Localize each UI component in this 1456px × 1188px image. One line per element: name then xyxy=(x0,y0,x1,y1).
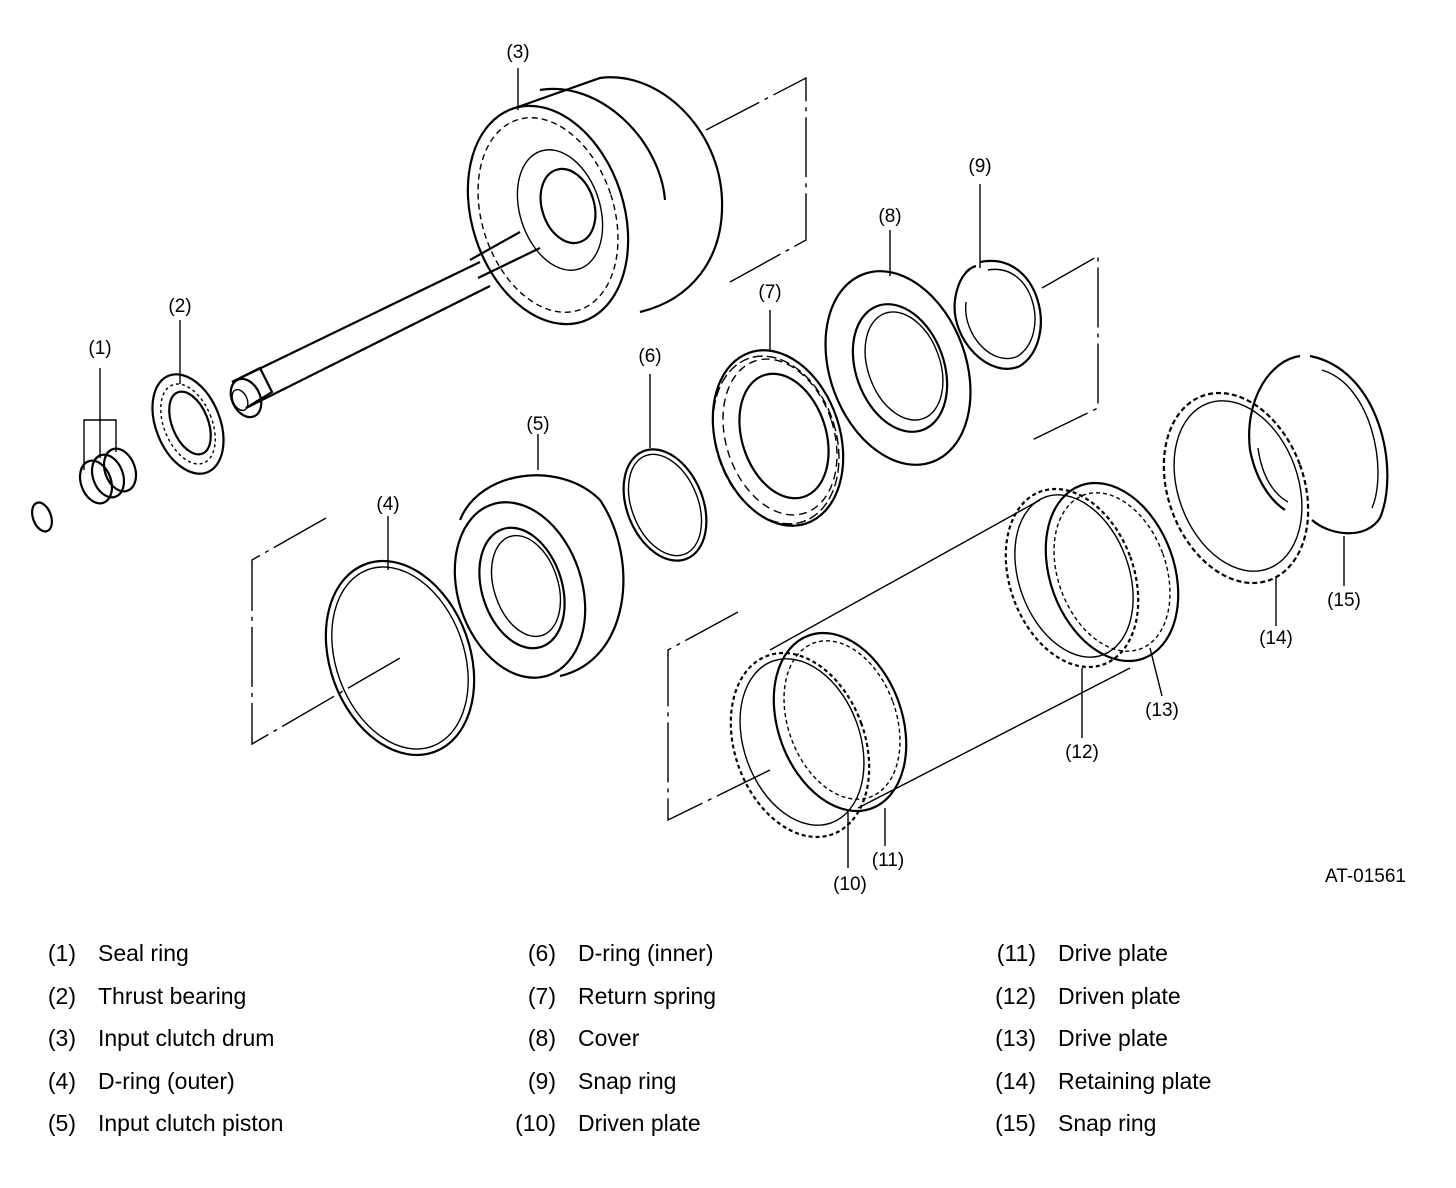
callout-3: (3) xyxy=(506,42,529,63)
callout-15: (15) xyxy=(1327,590,1361,611)
legend-item: (3) Input clutch drum xyxy=(40,1025,283,1068)
legend-name: Input clutch drum xyxy=(98,1025,275,1051)
seal-ring-drawing xyxy=(31,368,138,533)
legend-item: (6) D-ring (inner) xyxy=(508,940,716,983)
legend-item: (7) Return spring xyxy=(508,983,716,1026)
legend-item: (5) Input clutch piston xyxy=(40,1110,284,1153)
legend-num: (8) xyxy=(527,1025,556,1051)
legend-num: (7) xyxy=(527,982,556,1009)
legend-name: Snap ring xyxy=(1058,1110,1157,1136)
legend-num: (14) xyxy=(995,1067,1036,1094)
legend-item: (8) Cover xyxy=(508,1025,716,1068)
legend-name: Drive plate xyxy=(1058,1025,1168,1051)
legend-name: Driven plate xyxy=(1058,982,1181,1009)
legend-name: Thrust bearing xyxy=(98,982,247,1009)
callout-6: (6) xyxy=(638,346,661,367)
callout-13: (13) xyxy=(1145,700,1179,721)
callout-12: (12) xyxy=(1065,742,1099,763)
snap-ring-9-drawing xyxy=(953,184,1042,370)
legend-num: (1) xyxy=(47,940,76,966)
legend-num: (4) xyxy=(47,1067,76,1094)
input-clutch-drum-drawing xyxy=(229,68,724,419)
legend-name: Cover xyxy=(578,1025,640,1051)
callout-2: (2) xyxy=(168,296,191,317)
callout-1: (1) xyxy=(88,338,111,359)
legend-num: (6) xyxy=(527,940,556,966)
d-ring-outer-drawing xyxy=(324,516,476,757)
legend-item: (9) Snap ring xyxy=(508,1068,716,1111)
legend-name: Retaining plate xyxy=(1058,1067,1212,1094)
legend-item: (14) Retaining plate xyxy=(988,1068,1211,1111)
legend-item: (4) D-ring (outer) xyxy=(40,1068,283,1111)
legend-item: (12) Driven plate xyxy=(988,983,1211,1026)
callout-7: (7) xyxy=(758,282,781,303)
legend-name: Seal ring xyxy=(98,940,189,966)
callout-5: (5) xyxy=(526,414,549,435)
legend-num: (3) xyxy=(47,1025,76,1051)
legend-name: Snap ring xyxy=(578,1067,677,1094)
callout-11: (11) xyxy=(872,850,904,871)
assembly-guide-lines xyxy=(251,76,1099,822)
snap-ring-15-drawing xyxy=(1248,354,1389,586)
legend-num: (5) xyxy=(47,1110,76,1136)
legend-num: (9) xyxy=(527,1067,556,1094)
legend-name: Input clutch piston xyxy=(98,1110,284,1136)
legend-num: (12) xyxy=(995,982,1036,1009)
callout-4: (4) xyxy=(376,494,399,515)
legend-column-3: (11) Drive plate (12) Driven plate (13) Dri… xyxy=(988,940,1211,1153)
legend-num: (10) xyxy=(515,1110,556,1136)
legend-column-1: (1) Seal ring (2) Thrust bearing (3) Input … xyxy=(40,940,284,1153)
callout-8: (8) xyxy=(878,206,901,227)
legend-name: D-ring (inner) xyxy=(578,940,714,966)
callout-10: (10) xyxy=(833,874,867,895)
legend-num: (2) xyxy=(47,982,76,1009)
legend-name: Driven plate xyxy=(578,1110,701,1136)
retaining-plate-drawing xyxy=(1162,391,1310,626)
legend-item: (13) Drive plate xyxy=(988,1025,1211,1068)
input-clutch-piston-drawing xyxy=(453,434,625,679)
legend-item: (1) Seal ring xyxy=(40,940,283,983)
figure-code: AT-01561 xyxy=(1325,866,1406,887)
legend-item: (2) Thrust bearing xyxy=(40,983,283,1026)
exploded-diagram: (1) (2) (3) (4) (5) (6) (7) (8) (9) (10)… xyxy=(31,42,1406,895)
cover-drawing xyxy=(824,230,972,466)
parts-legend: (1) Seal ring (2) Thrust bearing (3) Input … xyxy=(0,940,1456,1170)
legend-name: Drive plate xyxy=(1058,940,1168,966)
legend-name: D-ring (outer) xyxy=(98,1067,235,1094)
legend-item: (15) Snap ring xyxy=(988,1110,1211,1153)
d-ring-inner-drawing xyxy=(622,374,708,562)
callout-14: (14) xyxy=(1259,628,1293,649)
plate-pack-drawing xyxy=(729,481,1180,868)
legend-num: (15) xyxy=(995,1110,1036,1136)
legend-num: (11) xyxy=(996,940,1036,966)
legend-item: (10) Driven plate xyxy=(508,1110,716,1153)
legend-item: (11) Drive plate xyxy=(988,940,1211,983)
legend-num: (13) xyxy=(995,1025,1036,1051)
thrust-bearing-drawing xyxy=(151,320,225,475)
return-spring-drawing xyxy=(711,310,845,527)
callout-9: (9) xyxy=(968,156,991,177)
legend-column-2: (6) D-ring (inner) (7) Return spring (8) Co… xyxy=(508,940,716,1153)
legend-name: Return spring xyxy=(578,982,717,1009)
